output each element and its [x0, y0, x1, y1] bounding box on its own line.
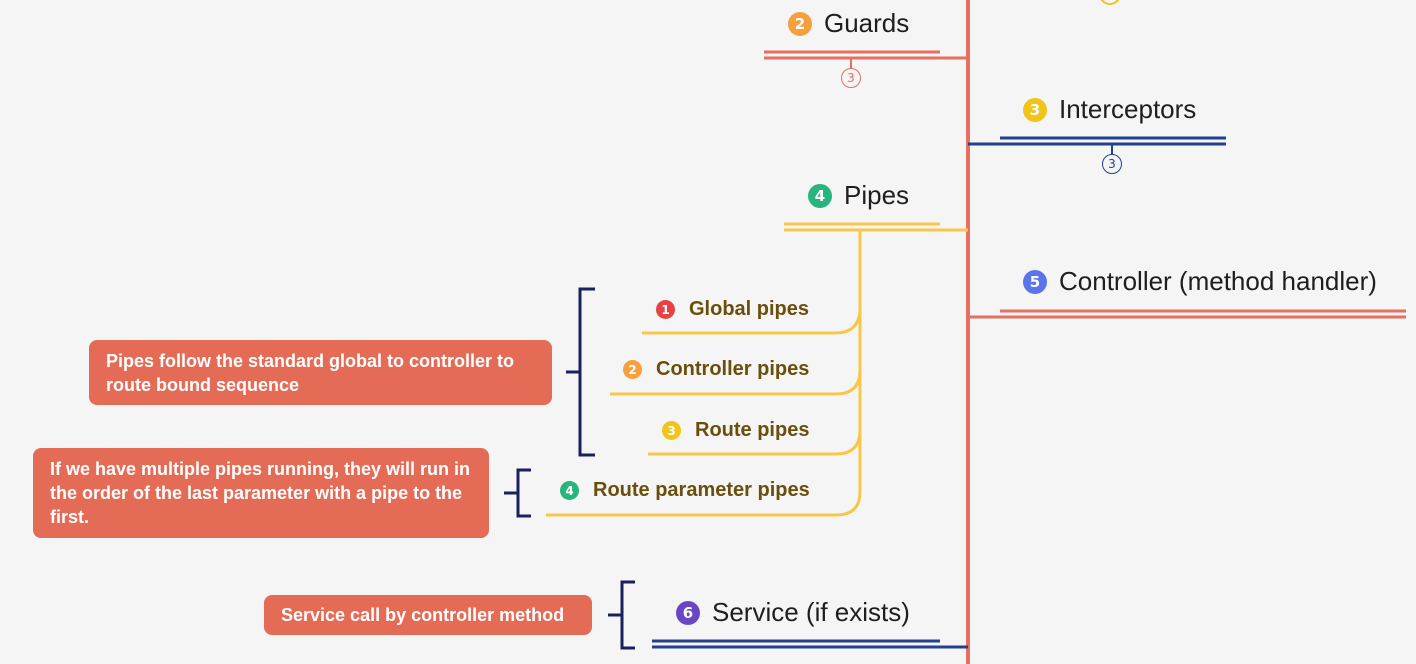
- pipe-connector-3: [648, 429, 862, 456]
- subtopic-label: Route pipes: [695, 419, 810, 441]
- number-2-badge-icon: 2: [623, 360, 642, 379]
- top-yellow-marker: [1100, 0, 1120, 5]
- note-service-call[interactable]: Service call by controller method: [264, 595, 592, 635]
- number-2-badge-icon: 2: [788, 11, 812, 36]
- note-text: If we have multiple pipes running, they …: [50, 459, 471, 527]
- number-6-badge-icon: 6: [676, 600, 700, 625]
- number-5-badge-icon: 5: [1023, 269, 1047, 294]
- topic-pipes[interactable]: 4 Pipes: [808, 180, 909, 211]
- guards-branch: [764, 50, 968, 68]
- topic-guards[interactable]: 2 Guards: [788, 8, 909, 39]
- controller-branch: [968, 309, 1406, 319]
- interceptors-collapsed-count-badge[interactable]: 3: [1102, 154, 1122, 174]
- subtopic-global-pipes[interactable]: 1 Global pipes: [656, 298, 809, 321]
- topic-guards-label: Guards: [824, 8, 910, 38]
- note-pipe-sequence[interactable]: Pipes follow the standard global to cont…: [89, 340, 552, 405]
- topic-service[interactable]: 6 Service (if exists): [676, 597, 910, 628]
- bracket-pipe-sequence: [566, 287, 595, 457]
- pipe-connector-4: [546, 491, 862, 517]
- number-4-badge-icon: 4: [560, 481, 579, 500]
- topic-controller-label: Controller (method handler): [1059, 266, 1377, 296]
- subtopic-route-pipes[interactable]: 3 Route pipes: [662, 419, 809, 442]
- subtopic-label: Global pipes: [689, 298, 810, 320]
- interceptors-branch: [968, 136, 1226, 154]
- pipes-branch: [546, 222, 968, 517]
- subtopic-label: Route parameter pipes: [593, 479, 810, 501]
- number-3-badge-icon: 3: [1023, 97, 1047, 122]
- pipe-connector-2: [610, 369, 862, 396]
- number-4-badge-icon: 4: [808, 183, 832, 208]
- bracket-service-note: [608, 580, 635, 650]
- number-3-badge-icon: 3: [662, 421, 681, 440]
- note-text: Pipes follow the standard global to cont…: [106, 350, 515, 395]
- note-text: Service call by controller method: [281, 605, 565, 625]
- service-branch: [652, 639, 968, 649]
- topic-interceptors[interactable]: 3 Interceptors: [1023, 94, 1196, 125]
- number-1-badge-icon: 1: [656, 300, 675, 319]
- subtopic-route-parameter-pipes[interactable]: 4 Route parameter pipes: [560, 479, 810, 502]
- subtopic-label: Controller pipes: [656, 358, 810, 380]
- topic-controller[interactable]: 5 Controller (method handler): [1023, 266, 1377, 297]
- topic-interceptors-label: Interceptors: [1059, 94, 1197, 124]
- topic-pipes-label: Pipes: [844, 180, 910, 210]
- subtopic-controller-pipes[interactable]: 2 Controller pipes: [623, 358, 809, 381]
- pipe-connector-1: [642, 307, 862, 335]
- bracket-pipe-order: [504, 468, 531, 518]
- note-pipe-order[interactable]: If we have multiple pipes running, they …: [33, 448, 489, 538]
- topic-service-label: Service (if exists): [712, 597, 910, 627]
- guards-collapsed-count-badge[interactable]: 3: [841, 68, 861, 88]
